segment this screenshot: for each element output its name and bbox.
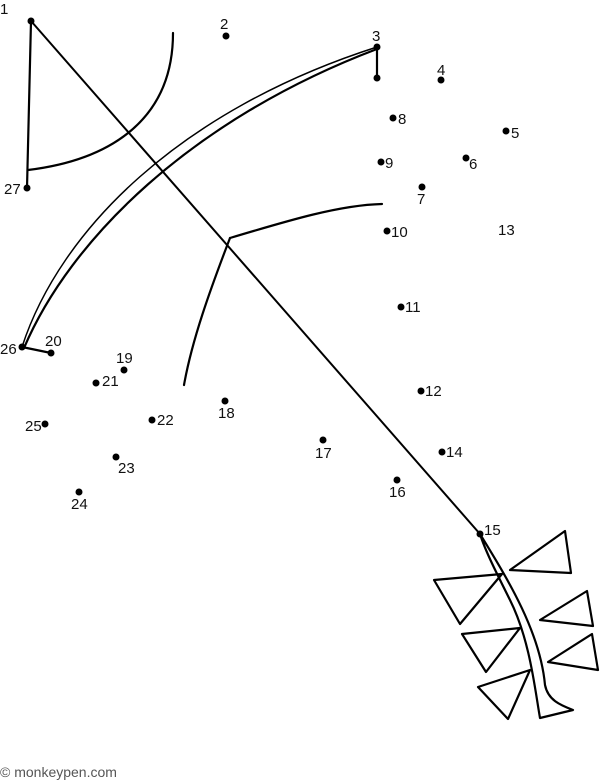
dot-label: 13 bbox=[498, 222, 515, 239]
tail-bow bbox=[546, 632, 600, 672]
dot-label: 25 bbox=[25, 418, 42, 435]
dot-label: 12 bbox=[425, 383, 442, 400]
kite-spar-inner bbox=[22, 47, 379, 350]
dot-label: 26 bbox=[0, 341, 17, 358]
dot-19 bbox=[120, 366, 128, 374]
dot-label: 11 bbox=[405, 299, 421, 316]
dot-label: 21 bbox=[102, 373, 119, 390]
dot-12 bbox=[417, 387, 425, 395]
dot-label: 9 bbox=[385, 155, 394, 172]
kite-edge-line bbox=[25, 19, 33, 190]
dot-label: 5 bbox=[511, 125, 520, 142]
tail-bow bbox=[460, 626, 522, 674]
dot-label: 7 bbox=[417, 191, 426, 208]
tail-bow bbox=[432, 572, 504, 626]
dot-10 bbox=[383, 227, 391, 235]
dot-label: 14 bbox=[446, 444, 463, 461]
dot-label: 18 bbox=[218, 405, 235, 422]
dot-21 bbox=[92, 379, 100, 387]
dot-9 bbox=[377, 158, 385, 166]
dot-7 bbox=[418, 183, 426, 191]
dot-15 bbox=[476, 530, 484, 538]
dot-8 bbox=[389, 114, 397, 122]
dot-4 bbox=[437, 76, 445, 84]
dot-label: 15 bbox=[484, 522, 501, 539]
dot-label: 19 bbox=[116, 350, 133, 367]
dot-label: 1 bbox=[0, 1, 9, 18]
dot-label: 8 bbox=[398, 111, 407, 128]
dot-label: 16 bbox=[389, 484, 406, 501]
dot-label: 20 bbox=[45, 333, 62, 350]
copyright-footer: © monkeypen.com bbox=[0, 764, 117, 780]
dot-26 bbox=[18, 343, 26, 351]
dot-16 bbox=[393, 476, 401, 484]
tail-bow bbox=[476, 668, 532, 721]
kite-cross-down bbox=[182, 236, 232, 387]
dot-label: 4 bbox=[437, 62, 446, 79]
dot-2 bbox=[222, 32, 230, 40]
dot-18 bbox=[221, 397, 229, 405]
dot-24 bbox=[75, 488, 83, 496]
dot-11 bbox=[397, 303, 405, 311]
dot-20 bbox=[47, 349, 55, 357]
dot-label: 6 bbox=[469, 156, 478, 173]
dot-22 bbox=[148, 416, 156, 424]
dot-14 bbox=[438, 448, 446, 456]
dot-label: 10 bbox=[391, 224, 408, 241]
dot-6 bbox=[462, 154, 470, 162]
dot-label: 23 bbox=[118, 460, 135, 477]
kite-spar-outer bbox=[21, 46, 378, 348]
dot-label: 17 bbox=[315, 445, 332, 462]
kite-corner-lower-3 bbox=[373, 74, 381, 82]
dot-25 bbox=[41, 420, 49, 428]
kite-tail-stem bbox=[478, 532, 575, 720]
kite-string-line bbox=[30, 20, 481, 535]
tail-bow bbox=[508, 529, 573, 575]
dot-label: 3 bbox=[372, 28, 381, 45]
dot-5 bbox=[502, 127, 510, 135]
dot-label: 22 bbox=[157, 412, 174, 429]
dot-label: 2 bbox=[220, 16, 229, 33]
kite-stub-line-20 bbox=[20, 345, 53, 355]
kite-cross-right bbox=[228, 202, 384, 240]
dot-27 bbox=[23, 184, 31, 192]
dot-23 bbox=[112, 453, 120, 461]
dot-label: 24 bbox=[71, 496, 88, 513]
dot-label: 27 bbox=[4, 181, 21, 198]
tail-bow bbox=[538, 589, 595, 628]
dot-1 bbox=[27, 17, 35, 25]
kite-arc-line bbox=[26, 31, 175, 172]
dot-17 bbox=[319, 436, 327, 444]
dot-3 bbox=[373, 43, 381, 51]
